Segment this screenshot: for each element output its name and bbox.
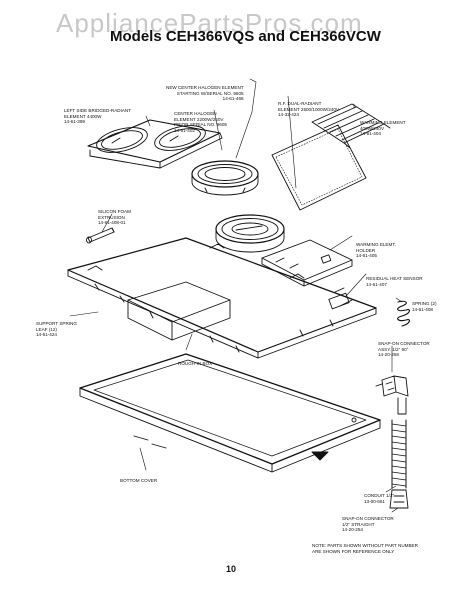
label-spring: SPRING (2)14-61-408 bbox=[412, 301, 437, 312]
warming-element bbox=[311, 103, 391, 149]
conduit bbox=[391, 419, 407, 489]
watermark: AppliancePartsPros.com bbox=[56, 8, 363, 38]
snap-on-connector-90 bbox=[375, 375, 409, 415]
rf-dual-radiant-element bbox=[215, 214, 285, 253]
label-bottom-cover: BOTTOM COVER bbox=[120, 478, 158, 484]
label-conduit: CONDUIT 1/2"13-00-661 bbox=[364, 493, 395, 504]
page-title: Models CEH366VQS and CEH366VCW bbox=[110, 28, 381, 45]
rough-in-box bbox=[67, 237, 377, 359]
left-side-bridged-radiant-element bbox=[87, 119, 223, 169]
bottom-cover bbox=[79, 353, 381, 473]
snap-on-connector-straight bbox=[389, 489, 409, 509]
silicon-foam-extrusion bbox=[86, 227, 115, 244]
label-rough-in-box: ROUGH-IN BOX bbox=[178, 361, 213, 367]
center-halogen-element bbox=[191, 160, 259, 196]
warming-element-holder bbox=[261, 239, 353, 287]
spring bbox=[397, 300, 411, 327]
page-number: 10 bbox=[226, 564, 237, 574]
dual-radiant-plate bbox=[271, 124, 367, 211]
residual-heat-sensor bbox=[328, 287, 353, 310]
leader-lines bbox=[69, 78, 403, 513]
